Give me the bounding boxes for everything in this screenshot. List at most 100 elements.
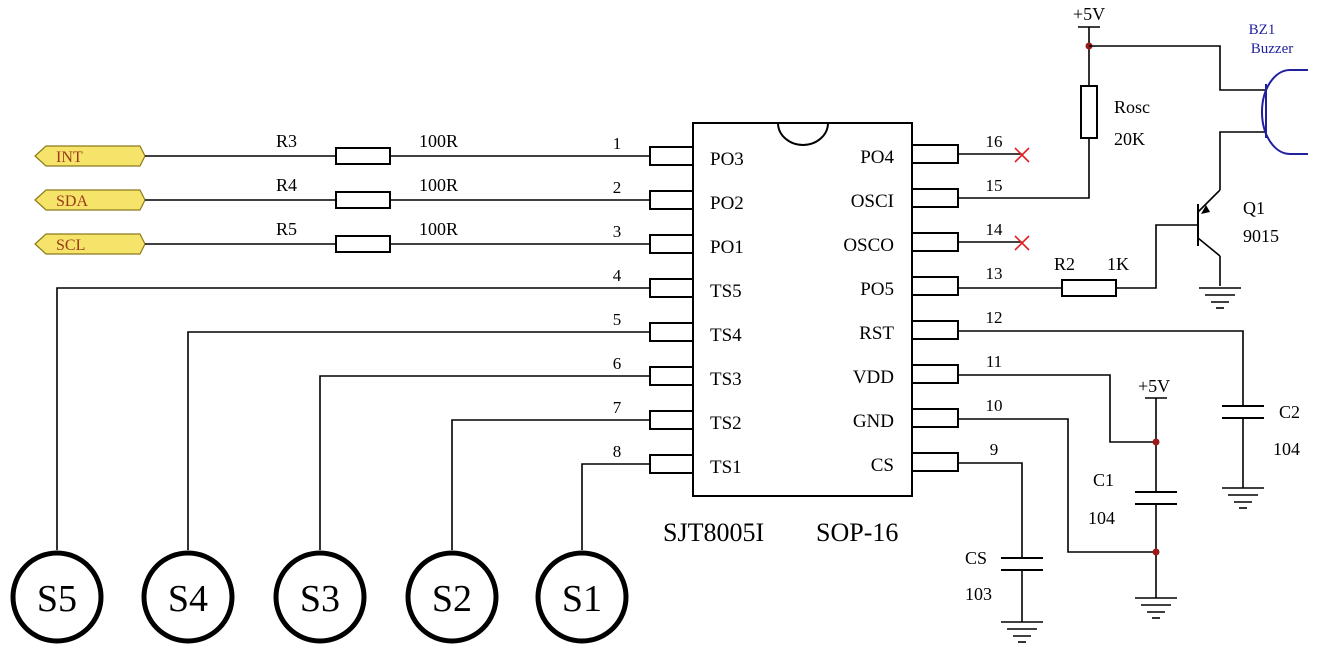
capacitor-cs-net: CS 103 <box>958 462 1043 643</box>
no-connect-16 <box>958 147 1030 163</box>
pin-name-1: PO3 <box>710 149 744 170</box>
cs-value: 103 <box>965 584 992 604</box>
pin-6-stub <box>649 366 694 386</box>
sensor-label-s2: S2 <box>432 578 472 620</box>
c1-ref: C1 <box>1093 470 1114 490</box>
ic-right-pins <box>911 144 959 472</box>
capacitor-c2-net: C2 104 <box>958 330 1300 509</box>
pin-num-16: 16 <box>986 132 1003 151</box>
bz1-value: Buzzer <box>1251 41 1293 57</box>
port-int <box>34 145 146 167</box>
pin-num-12: 12 <box>986 308 1003 327</box>
pin-name-6: TS3 <box>710 369 742 390</box>
pin-name-3: PO1 <box>710 237 744 258</box>
pin-8-stub <box>649 454 694 474</box>
port-scl-label: SCL <box>56 237 85 254</box>
pin-4-stub <box>649 278 694 298</box>
port-int-label: INT <box>56 149 83 166</box>
rosc-ref: Rosc <box>1114 97 1150 117</box>
r2-value: 1K <box>1107 254 1129 274</box>
pin-num-13: 13 <box>986 264 1003 283</box>
port-scl-net: SCL R5 100R <box>34 219 650 255</box>
ic-body <box>692 122 913 497</box>
ic-part-label: SJT8005I <box>663 518 764 547</box>
ground-icon <box>1135 597 1177 619</box>
port-sda <box>34 189 146 211</box>
pin-name-15: OSCI <box>851 191 894 212</box>
r4-value: 100R <box>419 175 458 195</box>
pin-num-14: 14 <box>986 220 1004 239</box>
pin-name-10: GND <box>853 411 894 432</box>
pin-num-7: 7 <box>613 398 622 417</box>
r4-ref: R4 <box>276 175 297 195</box>
resistor-r2 <box>1061 279 1117 297</box>
bz1-ref: BZ1 <box>1249 22 1276 38</box>
pin-2-stub <box>649 190 694 210</box>
pin-name-9: CS <box>871 455 894 476</box>
pin-num-3: 3 <box>613 222 622 241</box>
pin-1-stub <box>649 146 694 166</box>
resistor-r3 <box>335 147 391 165</box>
pin-num-2: 2 <box>613 178 622 197</box>
pin-num-15: 15 <box>986 176 1003 195</box>
junction-dot <box>1152 548 1160 556</box>
pin-name-7: TS2 <box>710 413 742 434</box>
pin-num-11: 11 <box>986 352 1002 371</box>
resistor-r2-net: R2 1K <box>958 254 1129 297</box>
r5-ref: R5 <box>276 219 297 239</box>
r3-ref: R3 <box>276 131 297 151</box>
pin-num-9: 9 <box>990 440 999 459</box>
pin-num-4: 4 <box>613 266 622 285</box>
c1-value: 104 <box>1088 508 1115 528</box>
resistor-r4 <box>335 191 391 209</box>
capacitor-c1-net: +5V C1 104 <box>958 374 1177 619</box>
ground-icon <box>1199 287 1241 309</box>
pin-num-10: 10 <box>986 396 1003 415</box>
pin-13-stub <box>911 276 959 296</box>
pin-15-stub <box>911 188 959 208</box>
q1-ref: Q1 <box>1243 198 1265 218</box>
pin-9-stub <box>911 452 959 472</box>
wire-s2 <box>451 419 650 550</box>
power-label-c1: +5V <box>1138 376 1170 396</box>
pin-3-stub <box>649 234 694 254</box>
pin-12-stub <box>911 320 959 340</box>
wire-s5 <box>56 287 650 550</box>
wire-s3 <box>319 375 650 550</box>
power-label-5v: +5V <box>1073 4 1105 24</box>
ic-package-label: SOP-16 <box>816 518 898 547</box>
pin-name-8: TS1 <box>710 457 742 478</box>
pin-5-stub <box>649 322 694 342</box>
wire-gnd <box>958 418 1156 553</box>
c2-value: 104 <box>1273 439 1300 459</box>
cs-ref: CS <box>965 548 987 568</box>
pin-num-6: 6 <box>613 354 622 373</box>
sensor-pad-s5 <box>10 550 104 644</box>
pin-name-11: VDD <box>853 367 894 388</box>
sensor-label-s1: S1 <box>562 578 602 620</box>
junction-dot <box>1152 438 1160 446</box>
sensor-pad-s3 <box>273 550 367 644</box>
pin-name-4: TS5 <box>710 281 742 302</box>
port-sda-label: SDA <box>56 193 88 210</box>
pin-11-stub <box>911 364 959 384</box>
pin-num-8: 8 <box>613 442 622 461</box>
ic-notch <box>777 122 829 146</box>
touch-sensors: S5 S4 S3 S2 S1 <box>10 287 650 644</box>
sensor-pad-s1 <box>535 550 629 644</box>
wire-s4 <box>187 331 650 550</box>
r5-value: 100R <box>419 219 458 239</box>
wire-s1 <box>581 463 650 550</box>
r2-ref: R2 <box>1054 254 1075 274</box>
sensor-label-s3: S3 <box>300 578 340 620</box>
wire-vdd <box>958 374 1156 443</box>
r3-value: 100R <box>419 131 458 151</box>
q1-value: 9015 <box>1243 226 1279 246</box>
pin-name-14: OSCO <box>843 235 894 256</box>
sensor-pad-s4 <box>141 550 235 644</box>
transistor-q1: Q1 9015 <box>1116 189 1279 309</box>
sensor-pad-s2 <box>405 550 499 644</box>
rosc-value: 20K <box>1114 129 1145 149</box>
wire-osci <box>958 138 1090 199</box>
